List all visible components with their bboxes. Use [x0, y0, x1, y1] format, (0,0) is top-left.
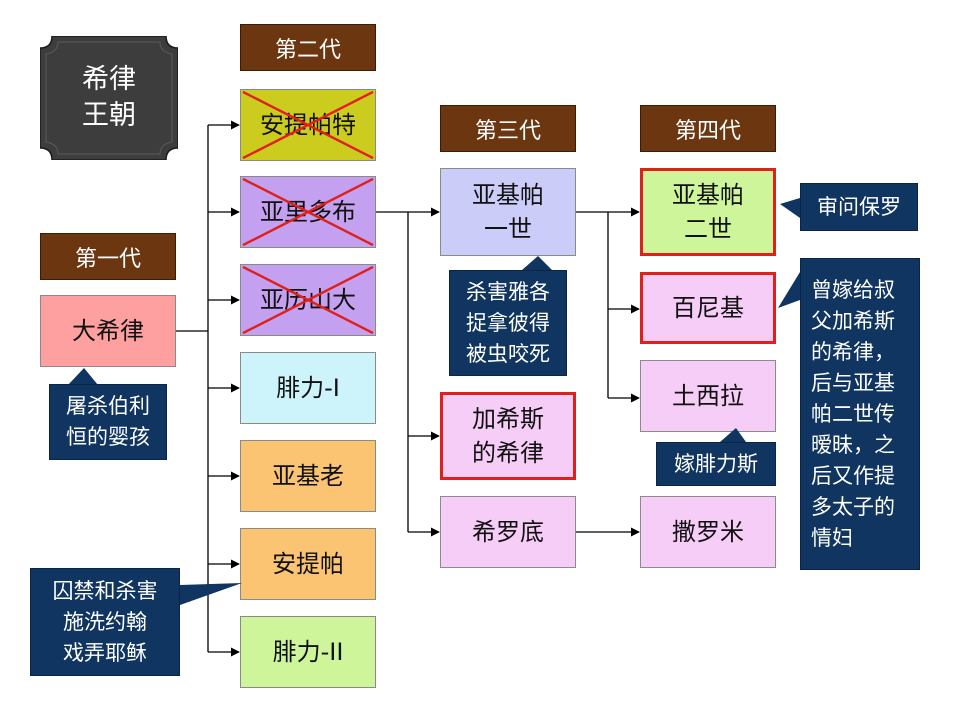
dynasty-title: 希律 王朝	[82, 64, 136, 131]
person-herod-the-great: 大希律	[40, 295, 176, 367]
person-name: 亚基老	[272, 462, 344, 490]
note-john-and-jesus: 囚禁和杀害 施洗约翰 戏弄耶稣	[30, 568, 180, 676]
person-name: 百尼基	[672, 294, 744, 322]
generation-4-header: 第四代	[640, 105, 776, 152]
person-name: 撒罗米	[672, 518, 744, 546]
person-bernice: 百尼基	[640, 272, 776, 344]
person-agrippa-1: 亚基帕 一世	[440, 168, 576, 256]
note-drusilla: 嫁腓力斯	[656, 442, 776, 486]
dynasty-title-badge: 希律 王朝	[40, 36, 178, 160]
leather-badge-shape	[40, 36, 178, 160]
person-name: 亚基帕 二世	[672, 181, 744, 243]
person-name: 腓力-II	[272, 638, 344, 666]
person-antipas: 安提帕	[240, 528, 376, 600]
note-text: 屠杀伯利 恒的婴孩	[66, 394, 150, 449]
generation-1-header: 第一代	[40, 233, 176, 280]
person-philip-1: 腓力-I	[240, 352, 376, 424]
person-name: 安提帕	[272, 550, 344, 578]
person-name: 希罗底	[472, 518, 544, 546]
person-drusilla: 土西拉	[640, 360, 776, 432]
note-text: 审问保罗	[817, 194, 901, 219]
deceased-cross-mark	[242, 90, 374, 160]
person-aristobulus: 亚里多布	[240, 176, 376, 248]
person-herod-of-chalcis: 加希斯 的希律	[440, 392, 576, 480]
note-massacre-of-infants: 屠杀伯利 恒的婴孩	[49, 384, 167, 460]
person-name: 亚基帕 一世	[472, 181, 544, 243]
person-antipater: 安提帕特	[240, 89, 376, 161]
generation-2-header: 第二代	[240, 24, 376, 71]
person-agrippa-2: 亚基帕 二世	[640, 168, 776, 256]
note-bernice: 曾嫁给叔 父加希斯 的希律， 后与亚基 帕二世传 暧昧，之 后又作提 多太子的 …	[800, 258, 920, 570]
note-text: 曾嫁给叔 父加希斯 的希律， 后与亚基 帕二世传 暧昧，之 后又作提 多太子的 …	[811, 277, 895, 550]
note-trial-of-paul: 审问保罗	[800, 183, 918, 231]
person-salome: 撒罗米	[640, 496, 776, 568]
person-name: 大希律	[72, 317, 144, 345]
person-archelaus: 亚基老	[240, 440, 376, 512]
person-philip-2: 腓力-II	[240, 616, 376, 688]
note-text: 杀害雅各 捉拿彼得 被虫咬死	[466, 279, 550, 366]
deceased-cross-mark	[242, 177, 374, 247]
deceased-cross-mark	[242, 265, 374, 335]
note-text: 嫁腓力斯	[674, 451, 758, 476]
generation-3-header: 第三代	[440, 105, 576, 152]
person-name: 土西拉	[672, 382, 744, 410]
person-name: 腓力-I	[276, 374, 340, 402]
note-agrippa-1: 杀害雅各 捉拿彼得 被虫咬死	[449, 270, 567, 376]
person-name: 加希斯 的希律	[472, 405, 544, 467]
note-text: 囚禁和杀害 施洗约翰 戏弄耶稣	[52, 578, 158, 665]
person-herodias: 希罗底	[440, 496, 576, 568]
person-alexander: 亚历山大	[240, 264, 376, 336]
